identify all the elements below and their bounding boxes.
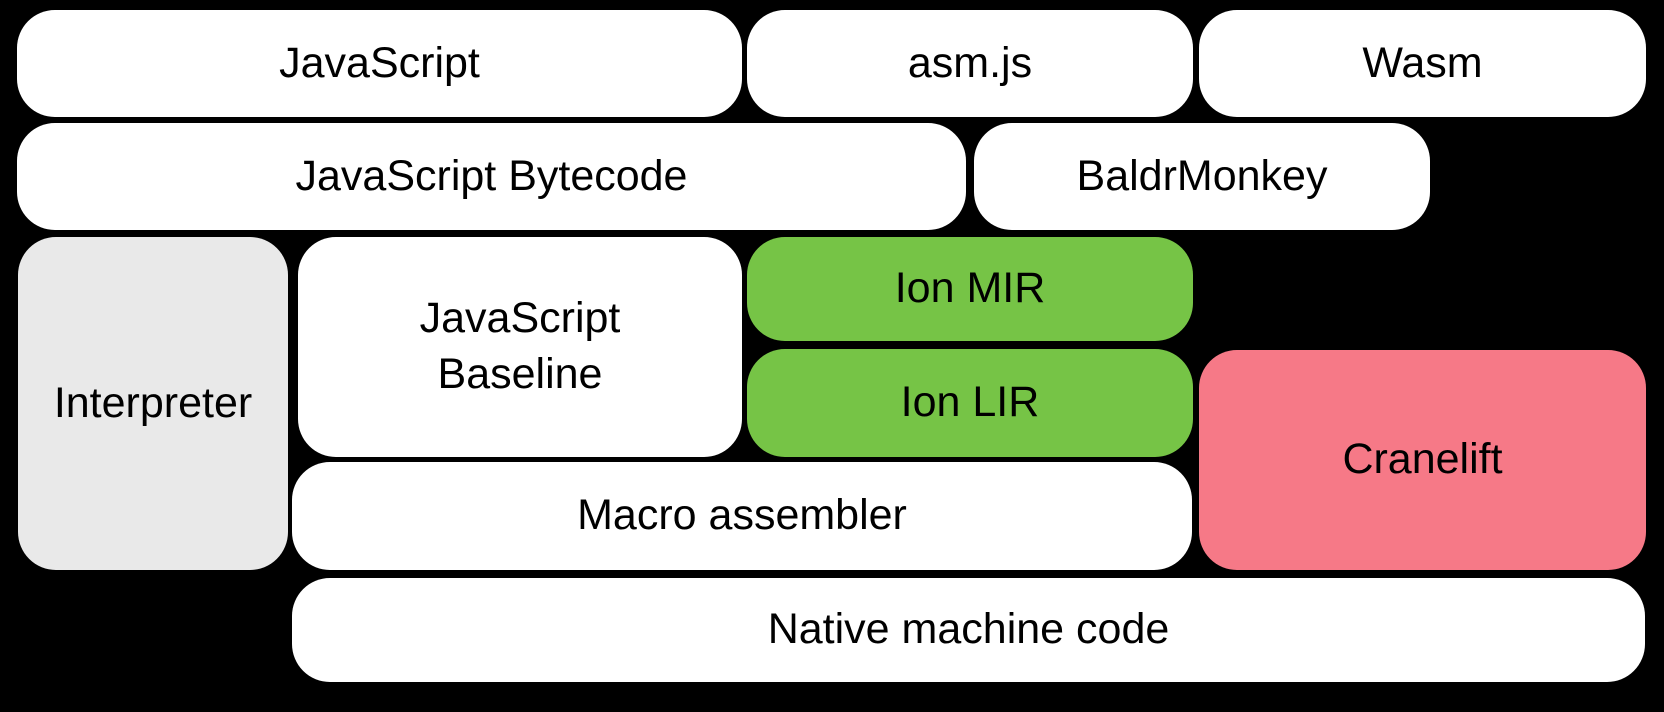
node-interpreter: Interpreter: [18, 237, 288, 570]
node-javascript-bytecode-label: JavaScript Bytecode: [295, 151, 688, 200]
node-interpreter-label: Interpreter: [53, 378, 253, 427]
node-native-machine-code-label: Native machine code: [767, 605, 1170, 654]
node-ion-mir: Ion MIR: [747, 237, 1193, 341]
node-javascript-baseline-label-line1: JavaScript: [419, 294, 621, 343]
node-javascript-baseline: JavaScript Baseline: [298, 237, 742, 457]
node-baldrmonkey-label: BaldrMonkey: [1076, 151, 1328, 200]
node-cranelift: Cranelift: [1199, 350, 1646, 570]
node-javascript: JavaScript: [17, 10, 742, 117]
node-macro-assembler-label: Macro assembler: [577, 491, 907, 540]
node-javascript-baseline-label-line2: Baseline: [437, 350, 603, 398]
node-macro-assembler: Macro assembler: [292, 462, 1192, 570]
node-native-machine-code: Native machine code: [292, 578, 1645, 682]
node-asm-js: asm.js: [747, 10, 1193, 117]
node-javascript-bytecode: JavaScript Bytecode: [17, 123, 966, 230]
node-ion-mir-label: Ion MIR: [894, 264, 1046, 313]
node-javascript-label: JavaScript: [279, 38, 480, 87]
node-wasm: Wasm: [1199, 10, 1646, 117]
node-ion-lir: Ion LIR: [747, 349, 1193, 457]
node-ion-lir-label: Ion LIR: [900, 378, 1040, 427]
node-cranelift-label: Cranelift: [1342, 435, 1503, 484]
node-asm-js-label: asm.js: [907, 38, 1033, 87]
node-baldrmonkey: BaldrMonkey: [974, 123, 1430, 230]
node-wasm-label: Wasm: [1362, 38, 1483, 87]
